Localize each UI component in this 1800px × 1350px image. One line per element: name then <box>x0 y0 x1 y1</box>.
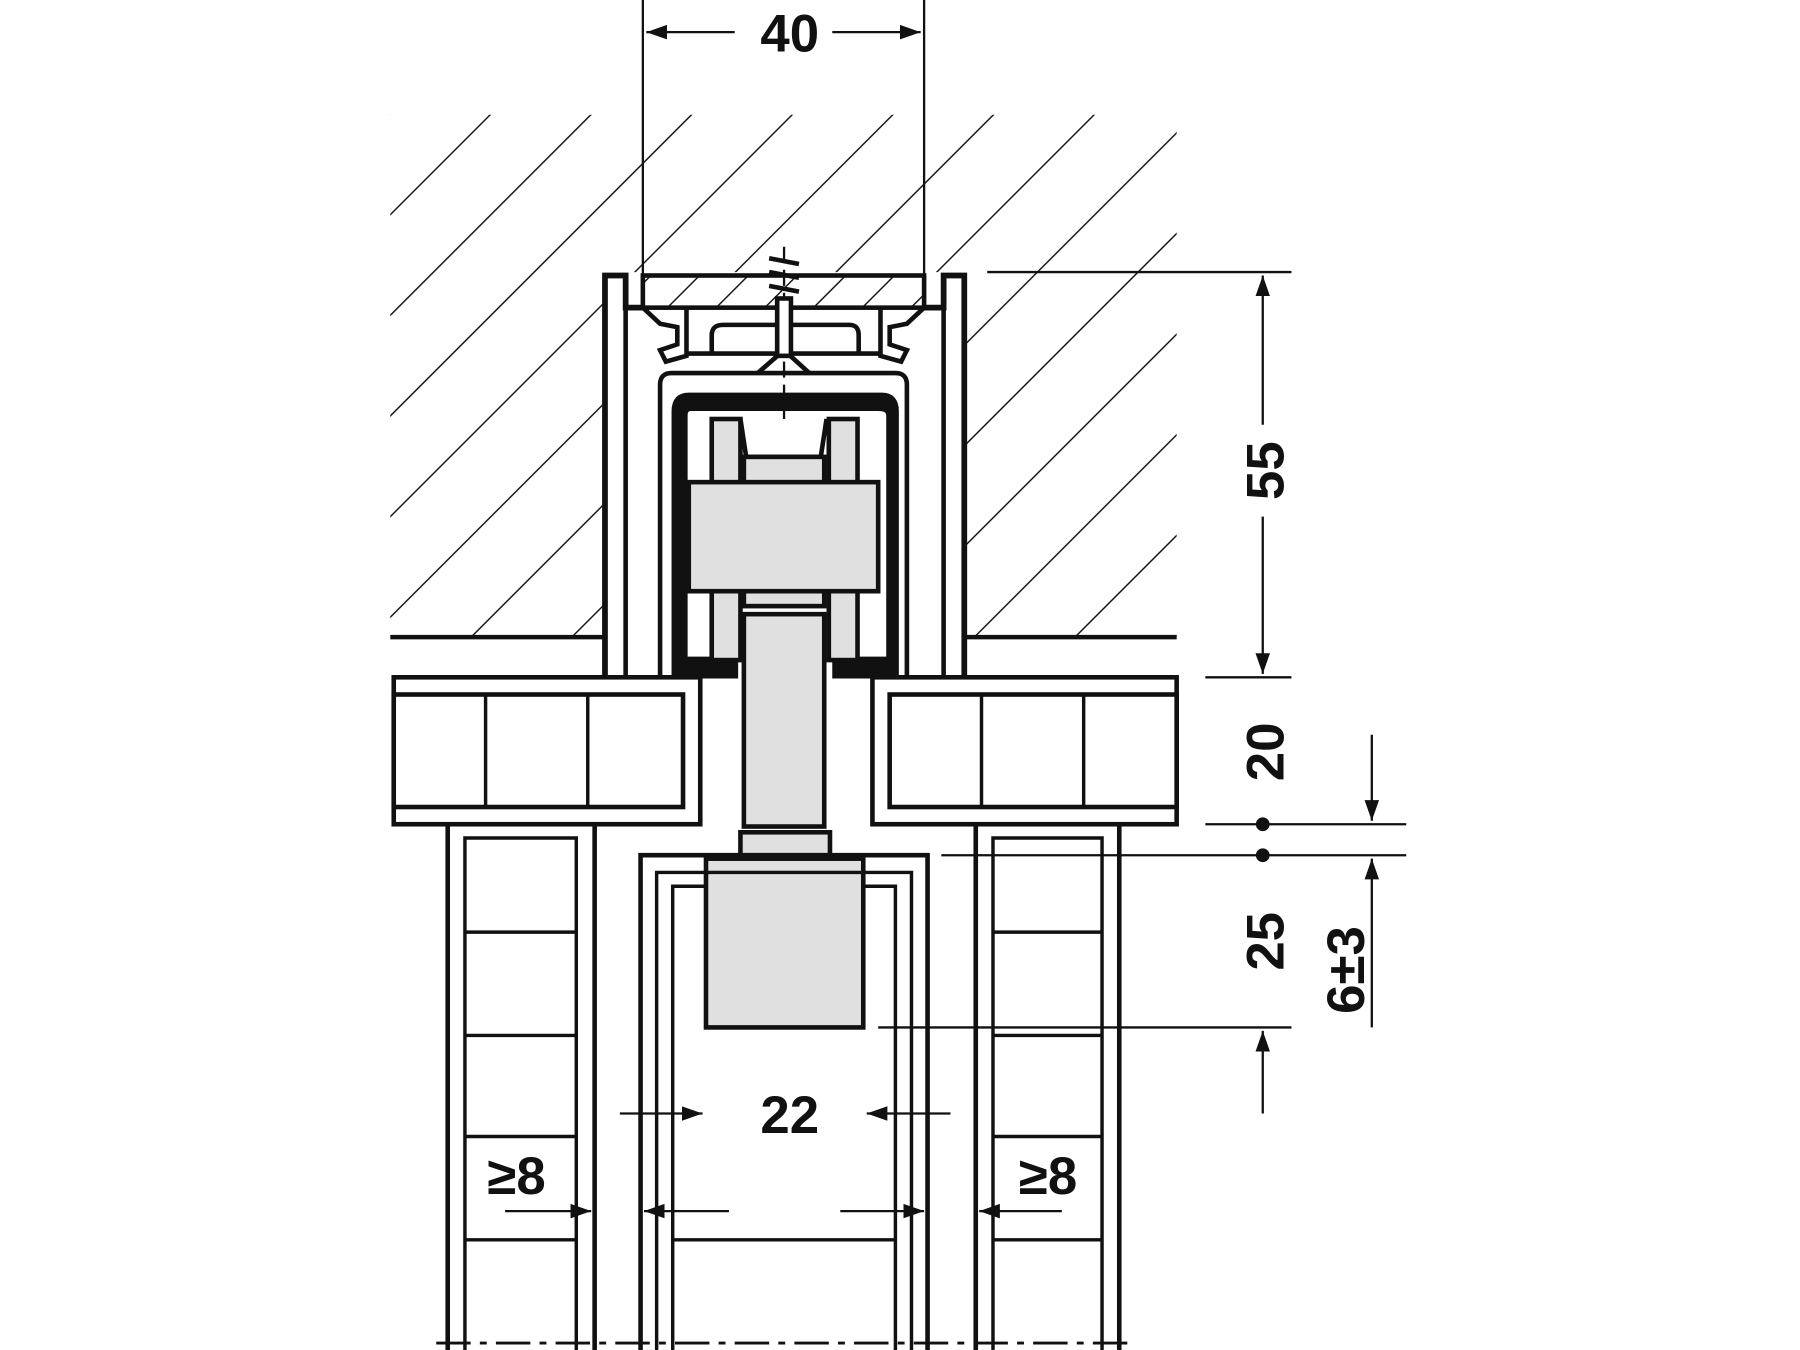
trolley <box>671 392 899 1030</box>
upper-panel-right <box>870 675 1179 827</box>
dimension-lines <box>505 0 1407 1219</box>
dimension-22: 22 <box>760 1086 819 1145</box>
upper-panel-left <box>391 675 703 827</box>
dimension-min-8-right: ≥8 <box>1019 1147 1077 1206</box>
lower-channel-middle <box>638 852 930 1350</box>
dimension-25: 25 <box>1236 912 1295 971</box>
ceiling-hatch <box>390 114 1177 640</box>
lower-channel-right <box>973 821 1122 1350</box>
lower-channel-left <box>445 821 597 1350</box>
dimension-min-8-left: ≥8 <box>487 1147 545 1206</box>
dimension-20: 20 <box>1236 723 1295 782</box>
screw-icon <box>768 246 800 437</box>
dimension-40: 40 <box>760 5 819 64</box>
dimension-6pm3: 6±3 <box>1317 926 1376 1014</box>
dimension-55: 55 <box>1236 441 1295 500</box>
